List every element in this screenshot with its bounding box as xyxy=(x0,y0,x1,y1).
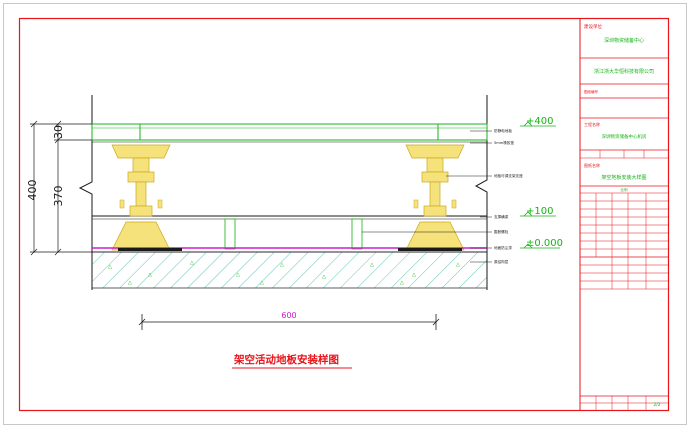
red-frame xyxy=(18,17,670,412)
sheet-number: 2/2 xyxy=(653,402,660,408)
annotation-anchor: 膨胀螺栓 xyxy=(494,229,509,234)
svg-text:△: △ xyxy=(456,262,460,268)
right-base-plate xyxy=(398,248,462,251)
annotation-stringer: 支撑横梁 xyxy=(494,214,509,219)
annotation-rubber-pad: 5mm橡胶垫 xyxy=(494,140,514,145)
annotation-panel: 防静电地板 xyxy=(494,128,512,133)
annotation-texts: 防静电地板 5mm橡胶垫 地板可调支架支座 支撑横梁 膨胀螺栓 地面防尘漆 原结… xyxy=(494,128,523,264)
project-name: 深圳物资储备中心机房 xyxy=(602,133,647,140)
section-drawing: △ △ △ △ △ △ △ △ △ △ △ △ 400 30 370 xyxy=(26,95,563,369)
svg-text:△: △ xyxy=(108,264,112,270)
svg-text:△: △ xyxy=(236,272,240,278)
level-base: ±0.000 xyxy=(526,238,563,249)
drawing-number-label: 图纸编号 xyxy=(584,89,598,94)
annotation-dustproof: 地面防尘漆 xyxy=(494,245,512,250)
right-pedestal xyxy=(405,144,465,251)
svg-text:△: △ xyxy=(190,260,194,266)
svg-text:△: △ xyxy=(260,280,264,286)
drawing-name: 架空地板安装大样图 xyxy=(601,174,646,181)
level-markers xyxy=(520,121,560,249)
dim-mid-label: 370 xyxy=(52,186,65,207)
slab-aggregate: △ △ △ △ △ △ △ △ △ △ △ △ xyxy=(108,260,460,286)
level-top: +400 xyxy=(526,116,553,127)
svg-text:△: △ xyxy=(128,280,132,286)
svg-text:△: △ xyxy=(412,272,416,278)
left-pedestal xyxy=(111,144,171,251)
drawing-name-label: 图纸名称 xyxy=(584,162,600,168)
project-label: 工程名称 xyxy=(584,121,600,127)
title-block-heading: 建设单位 xyxy=(584,23,602,30)
outer-border xyxy=(3,3,687,425)
scale-label: 比例 xyxy=(621,187,629,192)
svg-text:△: △ xyxy=(280,262,284,268)
middle-post-right xyxy=(351,218,363,250)
floor-panel xyxy=(91,123,488,141)
title-block: 建设单位 深圳物资储备中心 浙江浙大华恒科技有限公司 图纸编号 工程名称 深圳物… xyxy=(579,19,668,410)
left-base-plate xyxy=(118,248,182,251)
dim-top-label: 30 xyxy=(52,125,65,139)
concrete-slab xyxy=(91,251,488,289)
client-name: 深圳物资储备中心 xyxy=(604,37,644,44)
dim-width-label: 600 xyxy=(281,311,296,320)
vertical-dimensions xyxy=(30,120,92,256)
svg-text:△: △ xyxy=(148,272,152,278)
level-mid: +100 xyxy=(526,206,553,217)
svg-text:△: △ xyxy=(370,262,374,268)
dim-total-label: 400 xyxy=(26,180,39,201)
annotation-structure: 原结构层 xyxy=(494,259,509,264)
svg-text:△: △ xyxy=(322,274,326,280)
annotation-pedestal: 地板可调支架支座 xyxy=(494,173,523,178)
middle-post-left xyxy=(224,218,236,250)
drawing-title: 架空活动地板安装样图 xyxy=(233,353,339,366)
svg-text:△: △ xyxy=(400,280,404,286)
horizontal-dimension xyxy=(138,314,440,330)
company-name: 浙江浙大华恒科技有限公司 xyxy=(594,68,654,75)
annotation-leaders xyxy=(362,130,492,263)
